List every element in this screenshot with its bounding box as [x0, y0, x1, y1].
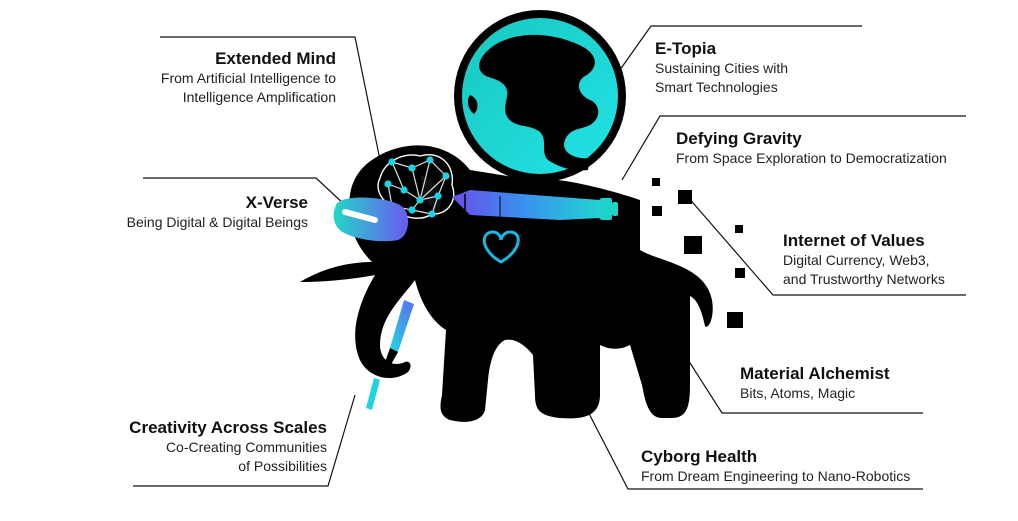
label-line: Being Digital & Digital Beings: [126, 214, 308, 230]
label-line: Sustaining Cities with: [655, 60, 789, 76]
leader-x-verse: [143, 177, 346, 206]
leader-creativity: [133, 394, 356, 487]
label-line: of Possibilities: [238, 458, 327, 474]
label-title: E-Topia: [655, 39, 717, 58]
elephant-silhouette: [300, 145, 713, 422]
vr-headset-icon: [333, 197, 409, 242]
brain-network-icon: [377, 154, 455, 219]
leader-lines: [133, 25, 966, 490]
label-title: Internet of Values: [783, 231, 925, 250]
leader-defying-gravity: [621, 115, 966, 181]
label-cyborg-health: Cyborg Health From Dream Engineering to …: [641, 446, 910, 486]
pixel-squares: [570, 178, 745, 343]
label-line: Intelligence Amplification: [182, 89, 336, 105]
label-line: Smart Technologies: [655, 79, 778, 95]
label-line: From Dream Engineering to Nano-Robotics: [641, 468, 911, 484]
label-line: Digital Currency, Web3,: [783, 252, 930, 268]
label-title: X-Verse: [245, 193, 308, 212]
label-title: Extended Mind: [215, 49, 336, 68]
label-line: Bits, Atoms, Magic: [740, 385, 856, 401]
leader-extended-mind: [160, 36, 381, 161]
label-line: From Space Exploration to Democratizatio…: [676, 150, 947, 166]
heart-icon: [482, 230, 520, 264]
label-line: From Artificial Intelligence to: [160, 70, 336, 86]
rocket-icon: [452, 190, 618, 220]
label-title: Cyborg Health: [641, 447, 758, 466]
label-defying-gravity: Defying Gravity From Space Exploration t…: [676, 128, 947, 168]
label-material-alchemist: Material Alchemist Bits, Atoms, Magic: [740, 363, 890, 403]
label-creativity: Creativity Across Scales Co-Creating Com…: [129, 417, 327, 476]
label-title: Material Alchemist: [740, 364, 890, 383]
leader-material-alchemist: [682, 351, 923, 414]
label-x-verse: X-Verse Being Digital & Digital Beings: [127, 192, 308, 232]
label-internet-values: Internet of Values Digital Currency, Web…: [783, 230, 945, 289]
label-line: and Trustworthy Networks: [783, 271, 945, 287]
label-title: Defying Gravity: [676, 129, 802, 148]
label-e-topia: E-Topia Sustaining Cities with Smart Tec…: [655, 38, 788, 97]
label-title: Creativity Across Scales: [129, 418, 327, 437]
label-extended-mind: Extended Mind From Artificial Intelligen…: [161, 48, 336, 107]
leader-internet-values: [686, 195, 966, 296]
globe-icon: [454, 10, 626, 182]
pen-icon: [366, 300, 414, 410]
label-line: Co-Creating Communities: [165, 439, 327, 455]
